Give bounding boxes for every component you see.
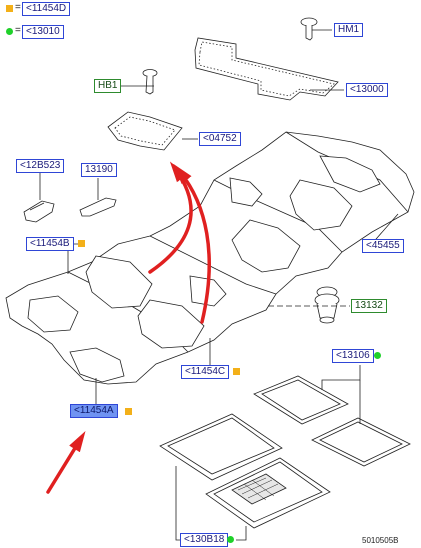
rear-floor-mat	[194, 37, 339, 101]
callout-11454b[interactable]: <11454B	[26, 237, 74, 251]
callout-45455[interactable]: <45455	[362, 239, 404, 253]
rear-floor-mats	[253, 375, 411, 467]
callout-hm1[interactable]: HM1	[334, 23, 364, 37]
clip-13190	[79, 197, 117, 217]
small-floor-pad	[107, 111, 183, 151]
grommet-13132	[314, 286, 340, 324]
curved-arrow-right	[173, 163, 211, 324]
callout-130b18[interactable]: <130B18	[180, 533, 229, 547]
legend-square-marker	[6, 5, 13, 12]
diagram-part-number: 5010505B	[362, 536, 399, 545]
marker-11454a	[125, 408, 132, 415]
straight-arrow-to-11454a	[46, 431, 86, 494]
marker-11454c	[233, 368, 240, 375]
callout-11454a[interactable]: <11454A	[70, 404, 118, 418]
legend-label-11454d[interactable]: <11454D	[22, 2, 71, 16]
front-floor-mats	[159, 413, 331, 529]
legend-label-13010[interactable]: <13010	[22, 25, 64, 39]
legend-circle-marker	[6, 28, 13, 35]
red-indicator-arrows	[46, 161, 211, 494]
legend-equals-1: =	[15, 2, 21, 13]
callout-13132[interactable]: 13132	[351, 299, 387, 313]
callout-13190[interactable]: 13190	[81, 163, 117, 177]
marker-130b18	[227, 536, 234, 543]
callout-13106[interactable]: <13106	[332, 349, 374, 363]
push-pin-fastener-hb1	[142, 69, 158, 95]
marker-13106	[374, 352, 381, 359]
callout-13000[interactable]: <13000	[346, 83, 388, 97]
push-pin-fastener-hm1	[300, 17, 318, 41]
marker-11454b	[78, 240, 85, 247]
callout-hb1[interactable]: HB1	[94, 79, 122, 93]
legend-equals-2: =	[15, 25, 21, 36]
bracket-12b523	[23, 200, 55, 223]
callout-11454c[interactable]: <11454C	[181, 365, 230, 379]
callout-12b523[interactable]: <12B523	[16, 159, 65, 173]
callout-04752[interactable]: <04752	[199, 132, 241, 146]
